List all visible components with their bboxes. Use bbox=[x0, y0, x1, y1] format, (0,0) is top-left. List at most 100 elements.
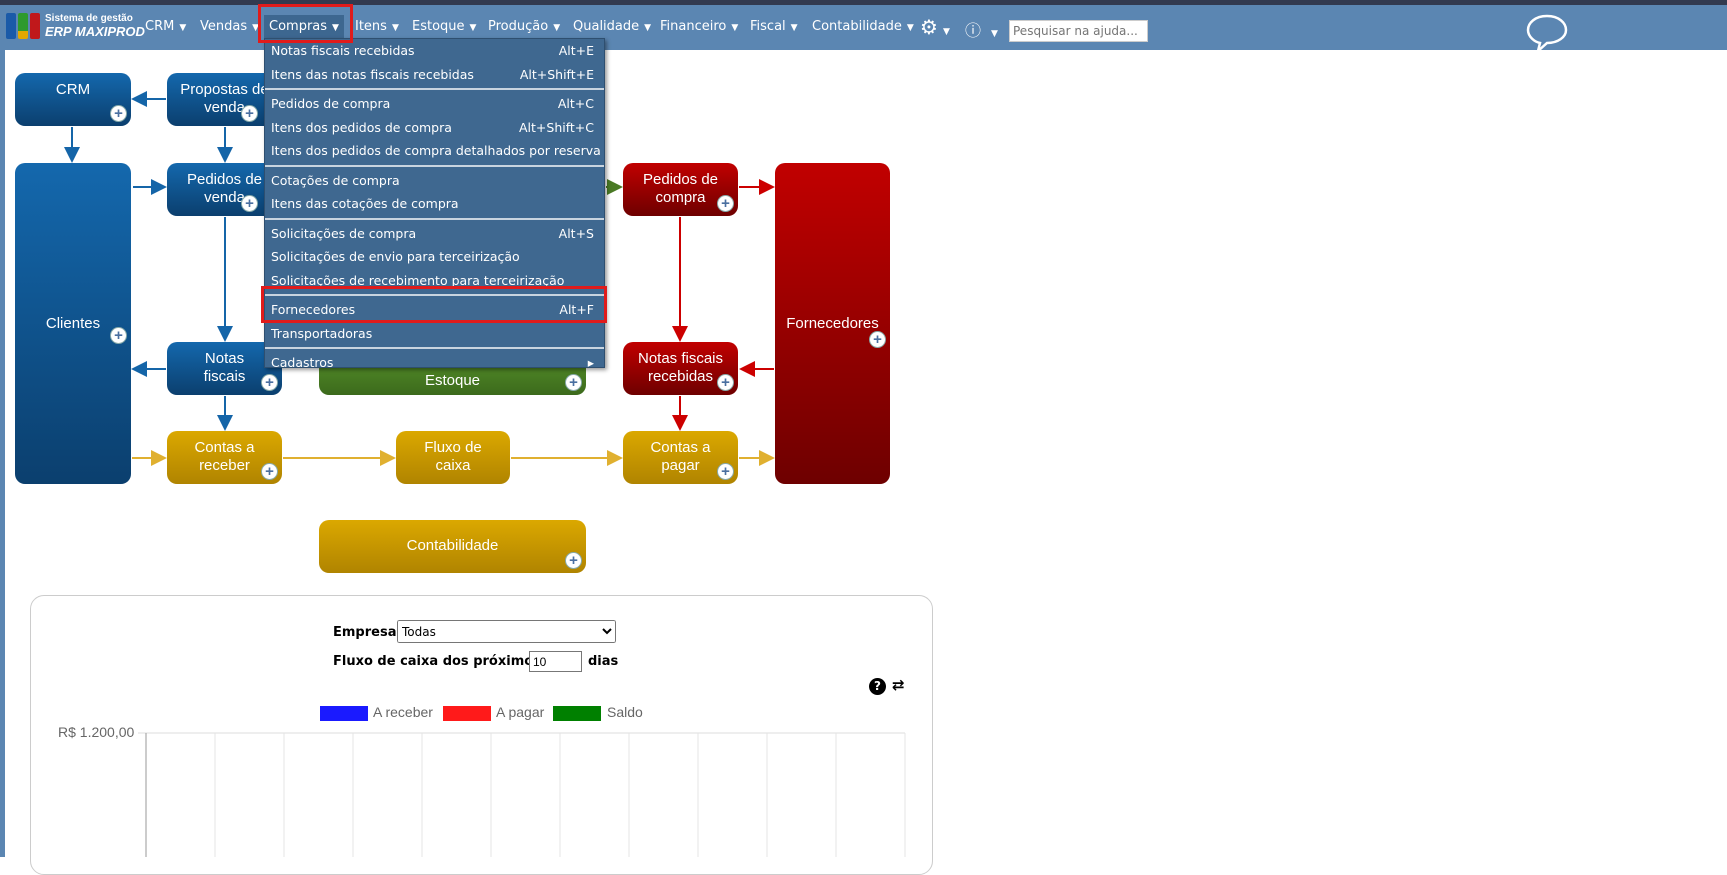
nav-crm[interactable]: CRM▼ bbox=[140, 17, 191, 36]
legend-label: Saldo bbox=[607, 704, 643, 720]
plus-icon[interactable]: + bbox=[717, 463, 734, 480]
notas-fiscais-box[interactable]: Notas fiscais + bbox=[167, 342, 282, 395]
fluxo-caixa-box[interactable]: Fluxo de caixa bbox=[396, 431, 510, 484]
contas-pagar-box[interactable]: Contas a pagar+ bbox=[623, 431, 738, 484]
left-border bbox=[0, 50, 5, 857]
menu-item-label: Itens dos pedidos de compra bbox=[271, 119, 452, 135]
box-label: Pedidos de compra bbox=[642, 171, 719, 206]
plus-icon[interactable]: + bbox=[261, 374, 278, 391]
menu-separator bbox=[265, 347, 604, 349]
caret-down-icon: ▼ bbox=[391, 23, 399, 33]
caret-down-icon: ▼ bbox=[644, 23, 652, 33]
legend-swatch-pagar bbox=[443, 706, 491, 721]
contas-receber-box[interactable]: Contas a receber + bbox=[167, 431, 282, 484]
caret-down-icon: ▼ bbox=[553, 23, 561, 33]
dias-label: dias bbox=[588, 654, 619, 669]
caret-down-icon: ▼ bbox=[906, 23, 914, 33]
menu-item-label: Pedidos de compra bbox=[271, 96, 391, 112]
menu-item[interactable]: Solicitações de compra Alt+S bbox=[265, 222, 604, 246]
box-label: Contabilidade bbox=[406, 537, 499, 554]
nav-label: Qualidade bbox=[573, 19, 640, 34]
menu-item-label: Itens dos pedidos de compra detalhados p… bbox=[271, 143, 601, 159]
plus-icon[interactable]: + bbox=[110, 327, 127, 344]
nav-label: Estoque bbox=[412, 19, 465, 34]
menu-item-label: Fornecedores bbox=[271, 302, 356, 318]
plus-icon[interactable]: + bbox=[717, 195, 734, 212]
settings-gear-icon[interactable]: ⚙▼ bbox=[920, 15, 950, 39]
menu-item-label: Solicitações de envio para terceirização bbox=[271, 249, 520, 265]
nf-recebidas-box[interactable]: Notas fiscais recebidas+ bbox=[623, 342, 738, 395]
fornecedores-box[interactable]: Fornecedores+ bbox=[775, 163, 890, 484]
nav-financeiro[interactable]: Financeiro ▼ bbox=[655, 17, 743, 36]
plus-icon[interactable]: + bbox=[717, 374, 734, 391]
menu-item[interactable]: Solicitações de envio para terceirização bbox=[265, 245, 604, 269]
empresa-select[interactable]: Todas bbox=[397, 620, 616, 643]
menu-item[interactable]: Itens das cotações de compra bbox=[265, 192, 604, 216]
box-label: Notas fiscais bbox=[203, 350, 246, 385]
clientes-box[interactable]: Clientes + bbox=[15, 163, 131, 484]
chat-bubble-icon[interactable] bbox=[1525, 13, 1569, 53]
nav-contabilidade[interactable]: Contabilidade ▼ bbox=[807, 17, 919, 36]
menu-item-label: Solicitações de compra bbox=[271, 225, 417, 241]
nav-vendas[interactable]: Vendas▼ bbox=[195, 17, 264, 36]
menu-item-label: Cotações de compra bbox=[271, 172, 400, 188]
nav-produção[interactable]: Produção▼ bbox=[483, 17, 565, 36]
highlight-compras bbox=[258, 4, 353, 43]
box-label: Contas a receber bbox=[194, 439, 255, 474]
logo-line2: ERP MAXIPROD bbox=[45, 24, 145, 39]
menu-item-label: Cadastros bbox=[271, 355, 334, 371]
menu-item[interactable]: Itens dos pedidos de compra detalhados p… bbox=[265, 139, 604, 163]
menu-item[interactable]: Transportadoras bbox=[265, 322, 604, 346]
propostas-box[interactable]: Propostas de venda+ bbox=[167, 73, 282, 126]
plus-icon[interactable]: + bbox=[241, 195, 258, 212]
nav-fiscal[interactable]: Fiscal▼ bbox=[745, 17, 803, 36]
contabilidade-box[interactable]: Contabilidade + bbox=[319, 520, 586, 573]
nav-qualidade[interactable]: Qualidade ▼ bbox=[568, 17, 656, 36]
pedidos-compra-box[interactable]: Pedidos de compra+ bbox=[623, 163, 738, 216]
y-tick-label: R$ 1.200,00 bbox=[58, 724, 135, 740]
logo-icon[interactable] bbox=[6, 13, 40, 39]
menu-item-shortcut: ▸ bbox=[587, 355, 594, 371]
days-input[interactable] bbox=[529, 651, 582, 672]
crm-box[interactable]: CRM+ bbox=[15, 73, 131, 126]
caret-down-icon: ▼ bbox=[731, 23, 739, 33]
highlight-fornecedores bbox=[261, 286, 607, 323]
nav-label: Financeiro bbox=[660, 19, 727, 34]
diagram-arrows bbox=[64, 91, 775, 466]
menu-item[interactable]: Cadastros ▸ bbox=[265, 351, 604, 375]
box-label: Clientes bbox=[45, 314, 101, 332]
menu-separator bbox=[265, 294, 604, 296]
nav-estoque[interactable]: Estoque▼ bbox=[407, 17, 481, 36]
caret-down-icon: ▼ bbox=[179, 23, 187, 33]
plus-icon[interactable]: + bbox=[261, 463, 278, 480]
nav-label: Contabilidade bbox=[812, 19, 902, 34]
help-icon[interactable]: ⓘ▼ bbox=[965, 21, 998, 40]
plus-icon[interactable]: + bbox=[110, 105, 127, 122]
pedidos-venda-box[interactable]: Pedidos de venda+ bbox=[167, 163, 282, 216]
help-search-input[interactable] bbox=[1009, 20, 1148, 42]
plus-icon[interactable]: + bbox=[241, 105, 258, 122]
caret-down-icon: ▼ bbox=[790, 23, 798, 33]
window-top-strip bbox=[0, 0, 1727, 5]
chart-grid bbox=[138, 732, 906, 857]
plus-icon[interactable]: + bbox=[565, 552, 582, 569]
plus-icon[interactable]: + bbox=[565, 374, 582, 391]
plus-icon[interactable]: + bbox=[869, 331, 886, 348]
nav-label: Compras bbox=[269, 19, 328, 34]
menu-item[interactable]: Cotações de compra bbox=[265, 169, 604, 193]
menu-item-shortcut: Alt+E bbox=[558, 43, 594, 59]
menu-item[interactable]: Solicitações de recebimento para terceir… bbox=[265, 269, 604, 293]
menu-separator bbox=[265, 217, 604, 220]
legend-swatch-receber bbox=[320, 706, 368, 721]
refresh-icon[interactable]: ⇄ bbox=[892, 676, 905, 694]
help-icon[interactable]: ? bbox=[869, 678, 886, 695]
menu-item-shortcut: Alt+S bbox=[558, 225, 594, 241]
nav-itens[interactable]: Itens▼ bbox=[350, 17, 404, 36]
box-label: Fluxo de caixa bbox=[424, 439, 482, 474]
